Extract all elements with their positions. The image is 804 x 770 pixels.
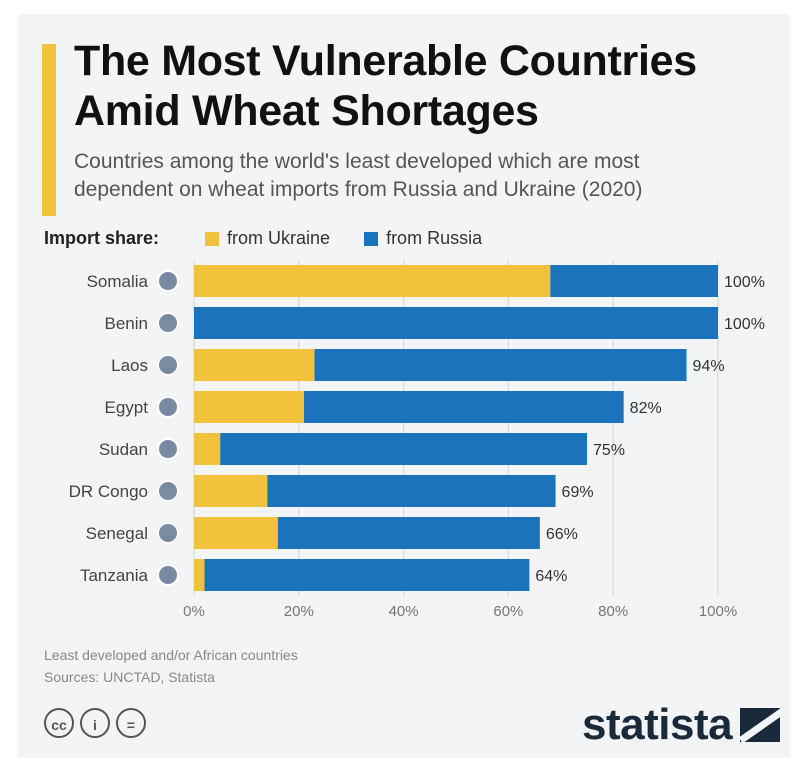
x-tick-label: 20% (284, 603, 314, 620)
x-tick-label: 40% (389, 603, 419, 620)
bar-ukraine (194, 349, 315, 381)
category-label: Tanzania (80, 566, 149, 585)
bar-russia (314, 349, 687, 381)
brand-text: statista (582, 700, 733, 749)
flag-icon (157, 354, 179, 376)
bar-russia (267, 475, 556, 507)
flag-icon (157, 480, 179, 502)
flag-icon (157, 270, 179, 292)
legend-swatch-ukraine (205, 231, 220, 246)
bar-ukraine (194, 391, 305, 423)
category-label: Egypt (105, 398, 149, 417)
category-label: Benin (105, 314, 148, 333)
title-line-2: Amid Wheat Shortages (74, 87, 539, 135)
flag-icon (157, 396, 179, 418)
bar-russia (304, 391, 624, 423)
data-label: 82% (630, 400, 662, 417)
category-label: Sudan (99, 440, 148, 459)
category-label: DR Congo (69, 482, 148, 501)
bar-ukraine (194, 559, 205, 591)
category-label: Senegal (86, 524, 148, 543)
x-tick-label: 0% (183, 603, 205, 620)
bar-russia (277, 517, 540, 549)
bar-russia (550, 265, 718, 297)
footnote-sources: Sources: UNCTAD, Statista (44, 669, 215, 685)
statista-logo[interactable]: statista (582, 700, 781, 750)
data-label: 100% (724, 274, 765, 291)
data-label: 66% (546, 526, 578, 543)
license-icons: cc i = (44, 708, 152, 738)
legend-label: Import share: (44, 228, 160, 248)
legend: Import share: from Ukraine from Russia (44, 228, 516, 249)
subtitle-line-2: dependent on wheat imports from Russia a… (74, 178, 643, 201)
data-label: 69% (562, 484, 594, 501)
data-label: 100% (724, 316, 765, 333)
bar-ukraine (194, 265, 551, 297)
bar-ukraine (194, 433, 221, 465)
cc-icon[interactable]: cc (44, 708, 74, 738)
subtitle-line-1: Countries among the world's least develo… (74, 150, 640, 173)
footnote-note: Least developed and/or African countries (44, 647, 298, 663)
legend-item-ukraine: from Ukraine (205, 228, 330, 249)
category-label: Somalia (87, 272, 149, 291)
bar-ukraine (194, 475, 268, 507)
bar-russia (204, 559, 530, 591)
flag-icon (157, 522, 179, 544)
attribution-icon[interactable]: i (80, 708, 110, 738)
subtitle: Countries among the world's least develo… (74, 148, 642, 204)
flag-icon (157, 438, 179, 460)
footnote: Least developed and/or African countries… (44, 644, 298, 688)
no-derivatives-icon[interactable]: = (116, 708, 146, 738)
x-tick-label: 80% (598, 603, 628, 620)
statista-mark-icon (740, 708, 781, 742)
x-tick-label: 100% (699, 603, 737, 620)
flag-icon (157, 564, 179, 586)
bar-russia (194, 307, 718, 339)
title-line-1: The Most Vulnerable Countries (74, 37, 697, 85)
accent-bar (42, 44, 56, 216)
bar-ukraine (194, 517, 278, 549)
legend-text-ukraine: from Ukraine (227, 228, 331, 248)
legend-swatch-russia (364, 231, 379, 246)
flag-icon (157, 312, 179, 334)
x-tick-label: 60% (493, 603, 523, 620)
data-label: 64% (535, 568, 567, 585)
page-title: The Most Vulnerable Countries Amid Wheat… (74, 36, 697, 136)
data-label: 94% (693, 358, 725, 375)
category-label: Laos (111, 356, 148, 375)
data-label: 75% (593, 442, 625, 459)
infographic-card: The Most Vulnerable Countries Amid Wheat… (18, 14, 790, 758)
bar-chart: 0% 20% 40% 60% 80% 100% Somalia 100% Benin 100% La… (69, 260, 765, 620)
legend-text-russia: from Russia (386, 228, 483, 248)
legend-item-russia: from Russia (364, 228, 482, 249)
bar-russia (220, 433, 587, 465)
